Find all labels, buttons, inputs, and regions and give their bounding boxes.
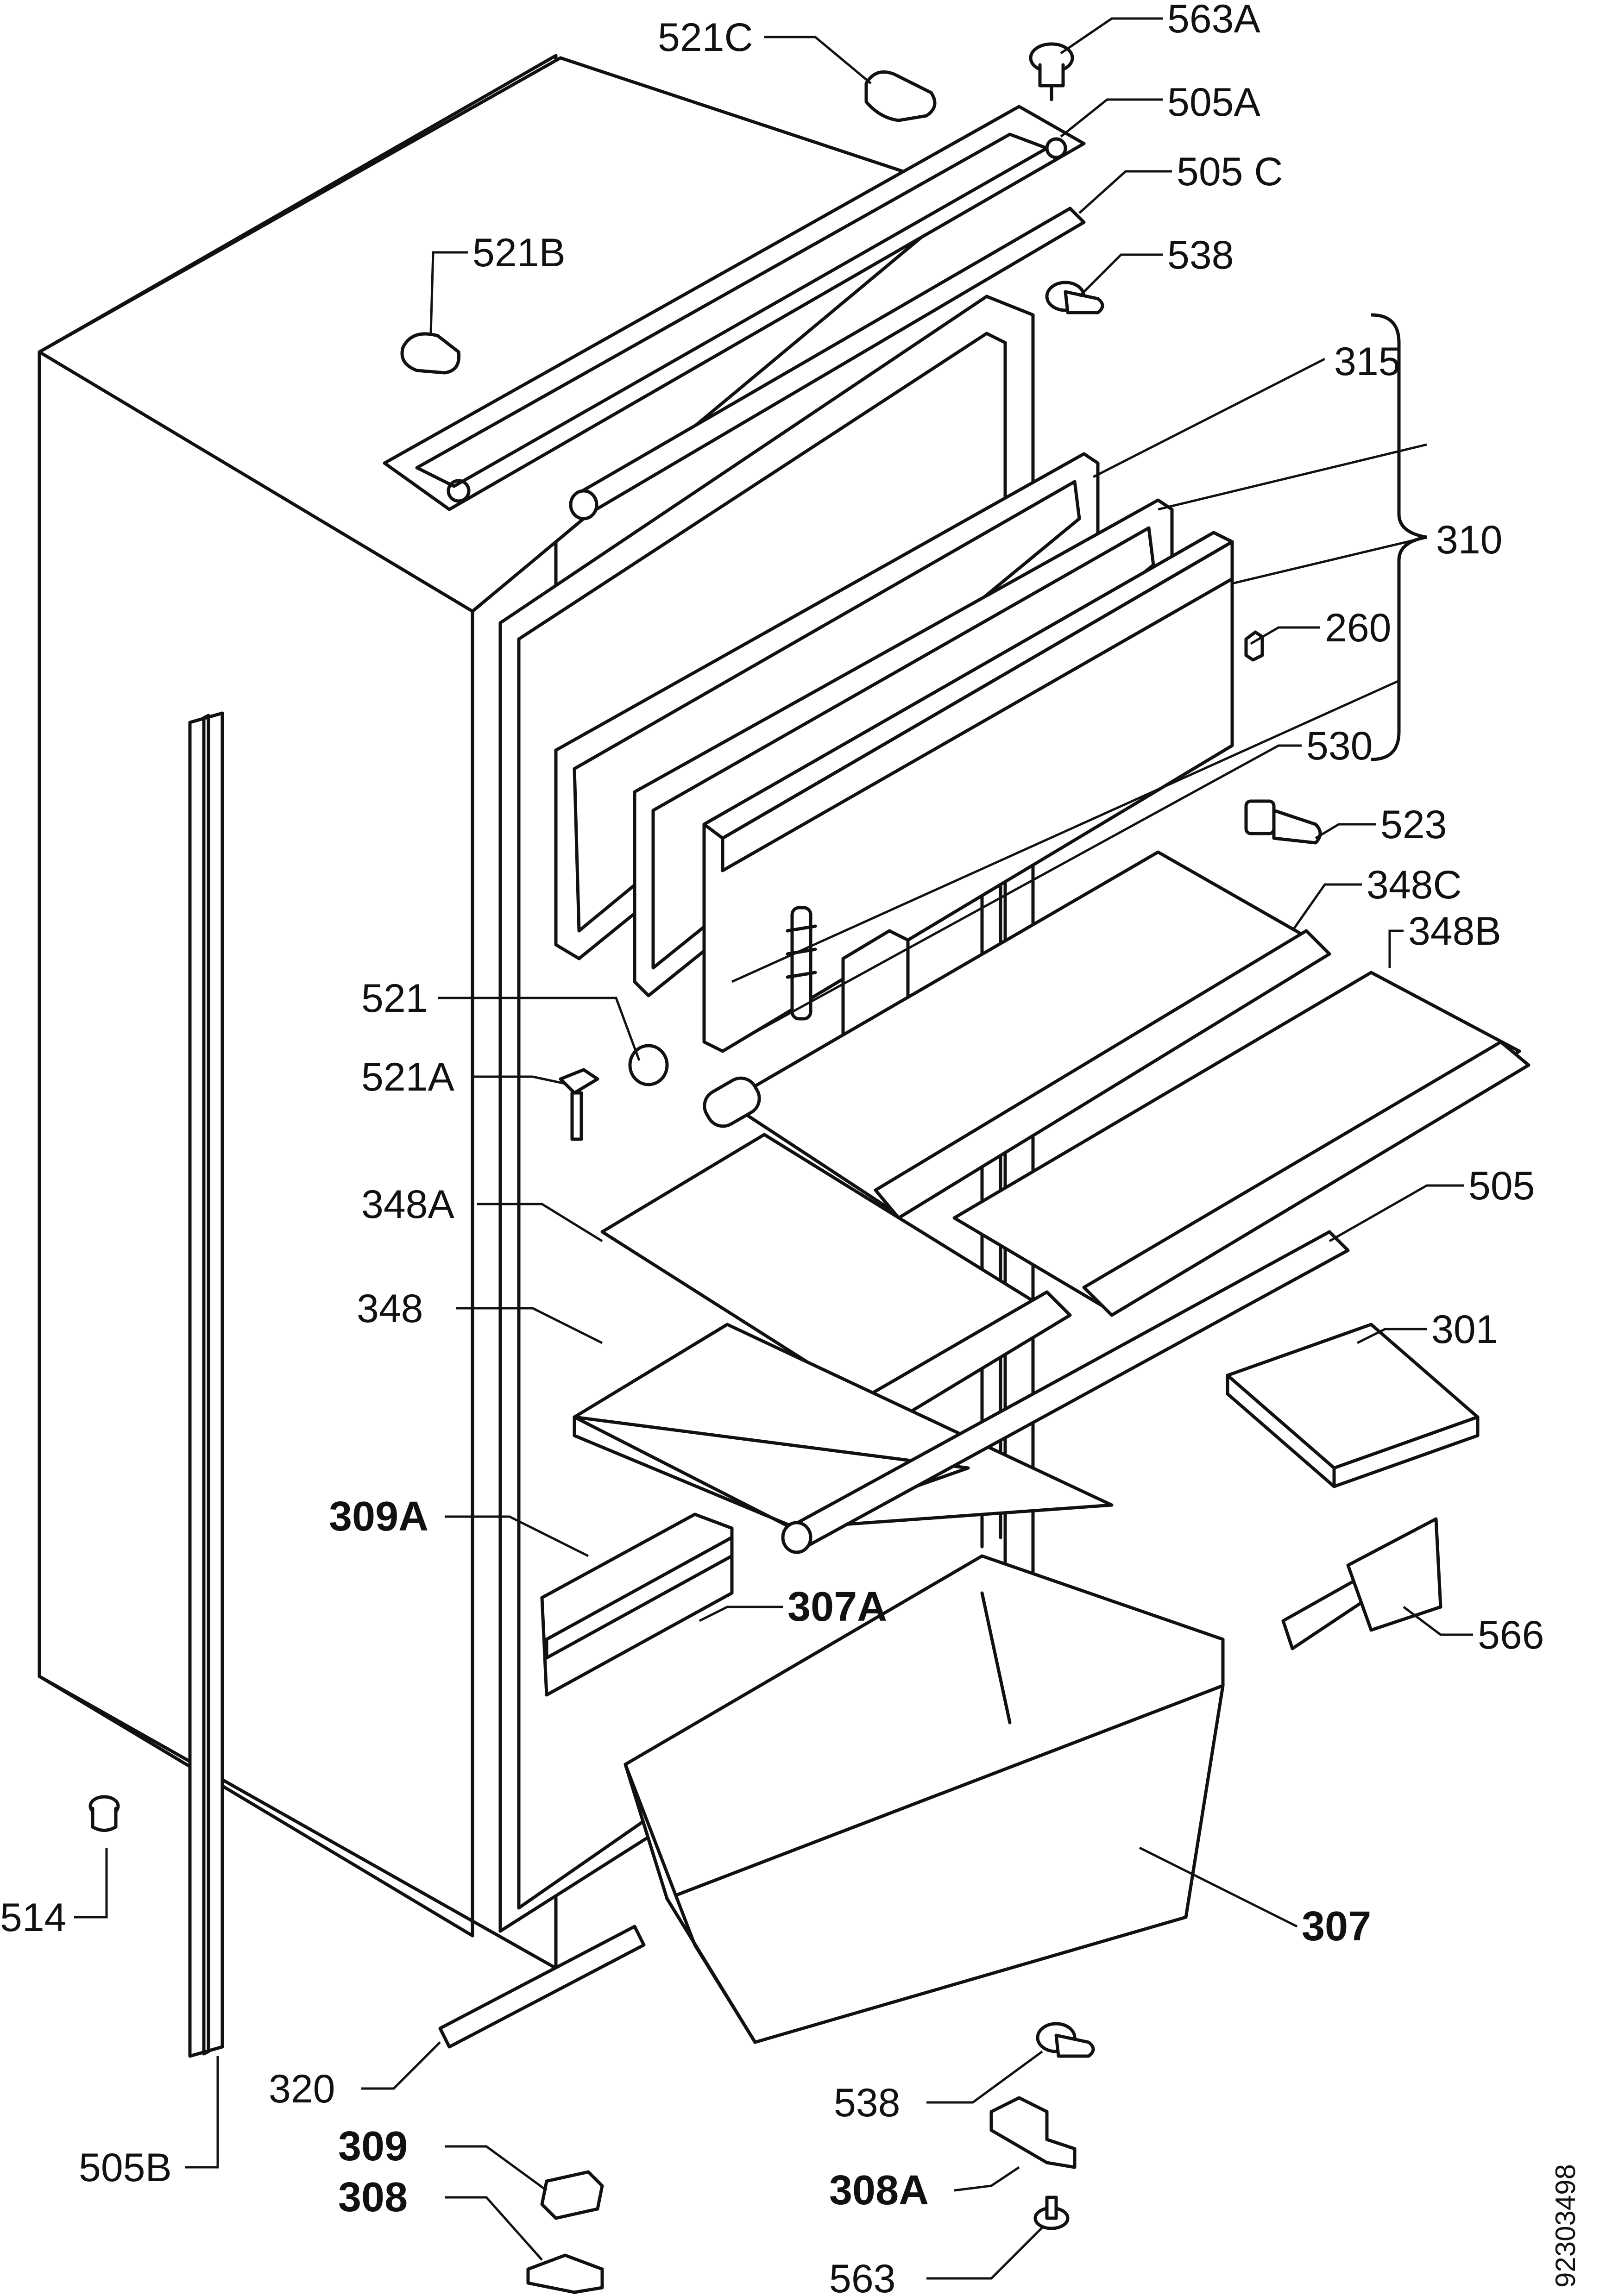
label-307a: 307A	[787, 1584, 887, 1630]
label-309a: 309A	[329, 1493, 428, 1540]
label-308: 308	[338, 2174, 408, 2221]
label-348c: 348C	[1367, 863, 1462, 907]
drawing-reference-number: 92303498	[1550, 2164, 1581, 2288]
label-566: 566	[1478, 1613, 1544, 1657]
leader-lines	[74, 17, 1473, 2280]
label-514: 514	[0, 1895, 67, 1940]
bracket-308a	[989, 2096, 1077, 2169]
label-315: 315	[1334, 339, 1401, 384]
label-348: 348	[357, 1286, 423, 1331]
freezer-door-530	[702, 531, 1234, 1053]
label-308a: 308A	[829, 2167, 929, 2214]
plug-523	[1244, 799, 1322, 845]
cap-521c	[864, 70, 937, 122]
cap-309	[540, 2170, 604, 2220]
hinge-pin-assembly	[786, 906, 817, 1021]
label-538-top: 538	[1167, 233, 1234, 277]
label-301: 301	[1431, 1307, 1498, 1352]
cap-521b	[400, 332, 461, 375]
label-521b: 521B	[472, 231, 566, 275]
foot-514	[88, 1795, 120, 1832]
hinge-538-top	[1045, 281, 1104, 314]
vegetable-bin-307	[624, 1554, 1225, 2044]
label-505: 505	[1468, 1164, 1535, 1208]
seal-strip-505c	[569, 207, 1086, 521]
label-521: 521	[361, 976, 428, 1021]
label-563a: 563A	[1167, 0, 1260, 41]
label-320: 320	[269, 2067, 335, 2111]
clip-260	[1244, 630, 1264, 662]
screw-563	[1033, 2196, 1070, 2230]
label-521c: 521C	[658, 15, 753, 60]
label-521a: 521A	[361, 1055, 454, 1099]
rail-320	[438, 1925, 646, 2049]
label-505c: 505 C	[1177, 150, 1283, 194]
glass-shelf-348c	[703, 850, 1331, 1220]
hinge-538-bottom	[1036, 2022, 1095, 2058]
label-307: 307	[1302, 1903, 1371, 1950]
ice-scoop-566	[1281, 1517, 1442, 1650]
ice-tray-301	[1226, 1323, 1480, 1488]
cap-521	[628, 1044, 669, 1086]
label-348a: 348A	[361, 1182, 454, 1227]
label-348b: 348B	[1408, 909, 1501, 954]
shelf-trim-505	[781, 1230, 1350, 1554]
screw-563a	[1029, 42, 1074, 101]
label-310: 310	[1436, 518, 1503, 562]
label-309: 309	[338, 2123, 408, 2170]
bracket-308	[526, 2253, 604, 2294]
label-538-bottom: 538	[834, 2081, 901, 2125]
clip-521a	[559, 1068, 599, 1141]
side-trim-505b	[188, 711, 224, 2058]
label-260: 260	[1325, 606, 1392, 650]
assembly-bracket-310	[1371, 313, 1427, 761]
glass-shelf-348b	[952, 971, 1530, 1317]
label-530: 530	[1306, 724, 1373, 768]
drawer-309a	[540, 1512, 734, 1697]
label-523: 523	[1380, 803, 1447, 847]
label-505a: 505A	[1167, 80, 1260, 125]
label-563: 563	[829, 2257, 896, 2296]
top-trim-505a	[383, 105, 1086, 511]
label-505b: 505B	[79, 2145, 172, 2190]
